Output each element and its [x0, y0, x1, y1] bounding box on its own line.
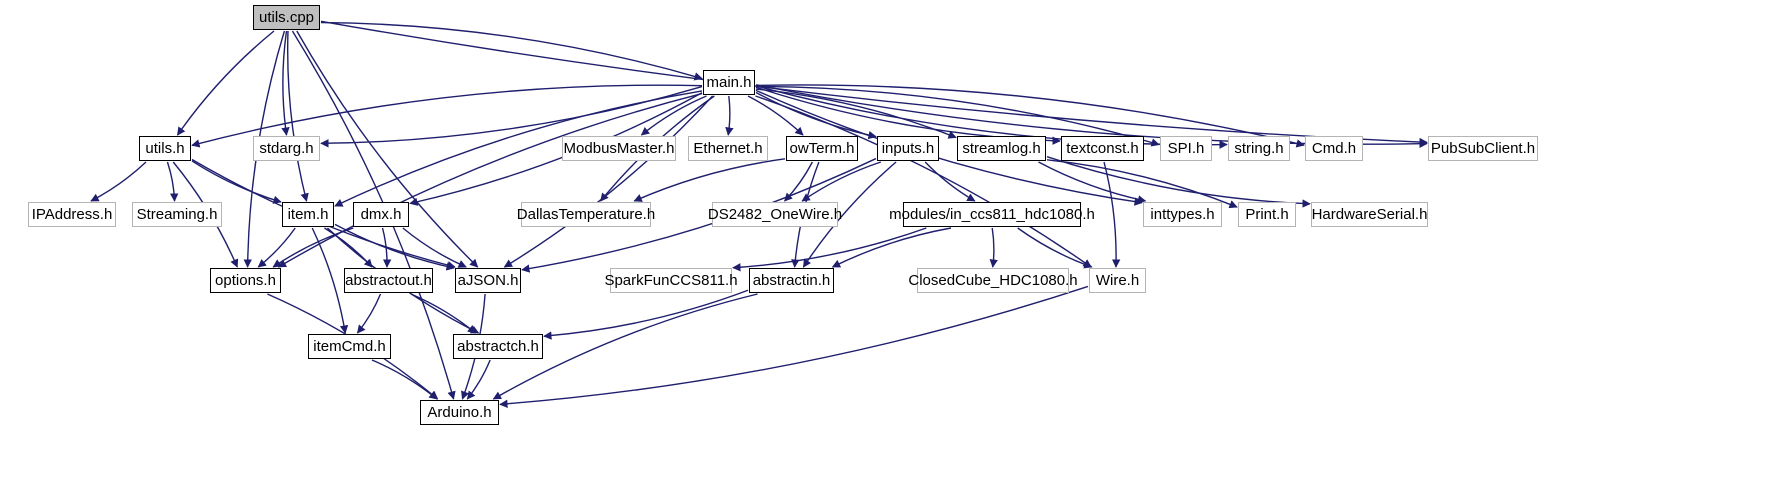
graph-node-owterm-h[interactable]: owTerm.h: [786, 136, 858, 161]
graph-edge: [924, 161, 976, 202]
graph-node-streamlog-h[interactable]: streamlog.h: [957, 136, 1046, 161]
graph-edge: [802, 161, 897, 268]
graph-edge: [755, 85, 1160, 147]
graph-edge: [784, 161, 814, 202]
graph-edge: [191, 160, 282, 204]
graph-node-dallastemp-h[interactable]: DallasTemperature.h: [517, 202, 655, 227]
graph-edge: [272, 227, 354, 268]
graph-edge: [755, 89, 1143, 206]
graph-node-print-h[interactable]: Print.h: [1238, 202, 1296, 227]
graph-node-modbusmaster-h[interactable]: ModbusMaster.h: [562, 136, 676, 161]
graph-edge: [296, 30, 479, 268]
graph-edge: [1046, 159, 1238, 209]
graph-edge: [257, 227, 296, 268]
graph-node-string-h[interactable]: string.h: [1228, 136, 1290, 161]
graph-edge: [90, 161, 147, 202]
graph-edge: [371, 359, 438, 400]
graph-node-abstractout-h[interactable]: abstractout.h: [344, 268, 433, 293]
graph-edge: [755, 84, 1305, 148]
graph-node-cmd-h[interactable]: Cmd.h: [1305, 136, 1363, 161]
graph-edge: [320, 20, 1428, 147]
graph-node-abstractch-h[interactable]: abstractch.h: [453, 334, 543, 359]
graph-node-inputs-h[interactable]: inputs.h: [877, 136, 939, 161]
graph-node-item-h[interactable]: item.h: [282, 202, 334, 227]
graph-edge: [1038, 161, 1147, 204]
graph-node-streaming-h[interactable]: Streaming.h: [132, 202, 222, 227]
graph-edge: [831, 227, 952, 268]
graph-node-hardwareserial-h[interactable]: HardwareSerial.h: [1311, 202, 1428, 227]
graph-edge: [1103, 161, 1121, 268]
graph-edge: [747, 95, 804, 136]
graph-node-mod-ccs811-h[interactable]: modules/in_ccs811_hdc1080.h: [889, 202, 1095, 227]
graph-node-spi-h[interactable]: SPI.h: [1160, 136, 1212, 161]
graph-node-utils-cpp[interactable]: utils.cpp: [253, 5, 320, 30]
graph-node-inttypes-h[interactable]: inttypes.h: [1143, 202, 1222, 227]
graph-node-stdarg-h[interactable]: stdarg.h: [253, 136, 320, 161]
graph-node-ipaddress-h[interactable]: IPAddress.h: [28, 202, 116, 227]
graph-edge: [499, 285, 1089, 408]
graph-edge: [521, 157, 877, 273]
graph-node-utils-h[interactable]: utils.h: [139, 136, 191, 161]
graph-edge: [320, 85, 703, 148]
graph-node-textconst-h[interactable]: textconst.h: [1061, 136, 1144, 161]
graph-edge: [725, 95, 734, 136]
graph-node-dmx-h[interactable]: dmx.h: [353, 202, 409, 227]
graph-edge: [633, 158, 786, 202]
graph-edge: [1017, 227, 1093, 269]
graph-edge: [503, 95, 714, 268]
graph-node-options-h[interactable]: options.h: [210, 268, 281, 293]
graph-edge: [543, 289, 749, 340]
graph-edge: [191, 84, 703, 148]
graph-edge: [1046, 155, 1311, 208]
graph-edge: [311, 227, 349, 334]
graph-edge: [176, 30, 275, 136]
graph-edge: [277, 92, 703, 268]
graph-edge: [381, 227, 392, 268]
graph-node-wire-h[interactable]: Wire.h: [1089, 268, 1146, 293]
graph-node-itemcmd-h[interactable]: itemCmd.h: [308, 334, 391, 359]
graph-edge: [320, 21, 703, 81]
graph-node-closedcube-h[interactable]: ClosedCube_HDC1080.h: [908, 268, 1078, 293]
graph-edge: [287, 30, 309, 202]
graph-node-sparkfunccs811-h[interactable]: SparkFunCCS811.h: [604, 268, 738, 293]
graph-edge: [410, 293, 477, 334]
graph-edge: [492, 293, 758, 400]
graph-node-pubsubclient-h[interactable]: PubSubClient.h: [1428, 136, 1538, 161]
graph-node-abstractin-h[interactable]: abstractin.h: [749, 268, 834, 293]
graph-edge: [334, 223, 455, 271]
graph-edge: [801, 161, 882, 202]
graph-edge: [732, 227, 927, 272]
graph-node-ethernet-h[interactable]: Ethernet.h: [688, 136, 768, 161]
graph-edge: [466, 359, 491, 400]
graph-node-arduino-h[interactable]: Arduino.h: [420, 400, 499, 425]
graph-node-ajson-h[interactable]: aJSON.h: [455, 268, 521, 293]
graph-edge: [166, 161, 179, 202]
graph-edge: [640, 95, 707, 136]
graph-edge: [989, 227, 998, 268]
graph-edge: [402, 227, 467, 268]
graph-edge: [755, 95, 1092, 268]
graph-edge: [409, 92, 703, 206]
graph-node-ds2482-h[interactable]: DS2482_OneWire.h: [708, 202, 842, 227]
graph-edge: [334, 90, 703, 207]
graph-edge: [281, 30, 290, 136]
graph-edge: [356, 293, 382, 334]
graph-node-main-h[interactable]: main.h: [703, 70, 755, 95]
